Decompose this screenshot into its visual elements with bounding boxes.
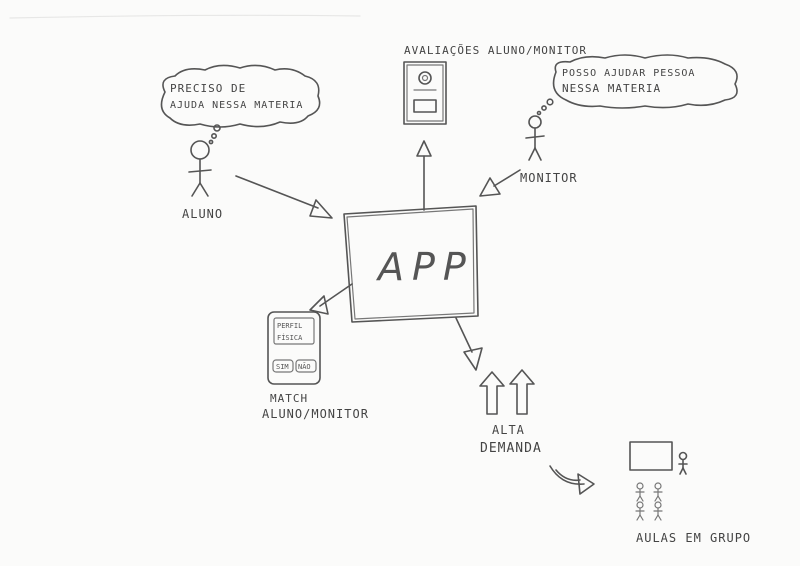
app-label: APP (375, 245, 474, 289)
student-stick-figure (188, 140, 212, 197)
student-label: ALUNO (182, 207, 223, 221)
match-label-line-2: ALUNO/MONITOR (262, 407, 369, 421)
student-thought-line-2: AJUDA NESSA MATERIA (170, 100, 303, 111)
arrow-student-to-app (235, 175, 333, 219)
reviews-card-icon (403, 61, 447, 125)
demand-label-line-1: ALTA (492, 423, 525, 437)
monitor-thought-line-1: POSSO AJUDAR PESSOA (562, 68, 695, 79)
reviews-label: AVALIAÇÕES ALUNO/MONITOR (404, 44, 587, 57)
monitor-thought-line-2: NESSA MATERIA (562, 82, 661, 95)
double-up-arrow-icon (479, 369, 535, 415)
curved-arrow-to-group (549, 465, 595, 495)
group-students-icon (635, 482, 663, 521)
monitor-label: MONITOR (520, 171, 578, 185)
demand-label-line-2: DEMANDA (480, 441, 542, 456)
phone-label-sim: SIM (276, 363, 289, 371)
student-thought-bubble: PRECISO DE AJUDA NESSA MATERIA (160, 64, 321, 145)
student-thought-line-1: PRECISO DE (170, 82, 246, 95)
scan-smudge (9, 14, 361, 19)
phone-label-fisica: FÍSICA (277, 333, 303, 342)
phone-label-perfil: PERFIL (277, 322, 302, 330)
match-phone-icon: PERFIL FÍSICA SIM NÃO (267, 311, 321, 385)
monitor-thought-bubble: POSSO AJUDAR PESSOA NESSA MATERIA (536, 54, 738, 116)
arrow-app-to-demand (455, 317, 483, 371)
arrow-app-to-reviews (416, 140, 432, 211)
group-classroom-icon (629, 441, 688, 475)
match-label-line-1: MATCH (270, 392, 308, 405)
monitor-stick-figure (525, 115, 545, 161)
arrow-monitor-to-app (479, 169, 521, 197)
app-box: APP (343, 205, 479, 323)
phone-label-nao: NÃO (298, 362, 311, 371)
group-label: AULAS EM GRUPO (636, 531, 751, 545)
arrow-app-to-match (309, 283, 353, 315)
